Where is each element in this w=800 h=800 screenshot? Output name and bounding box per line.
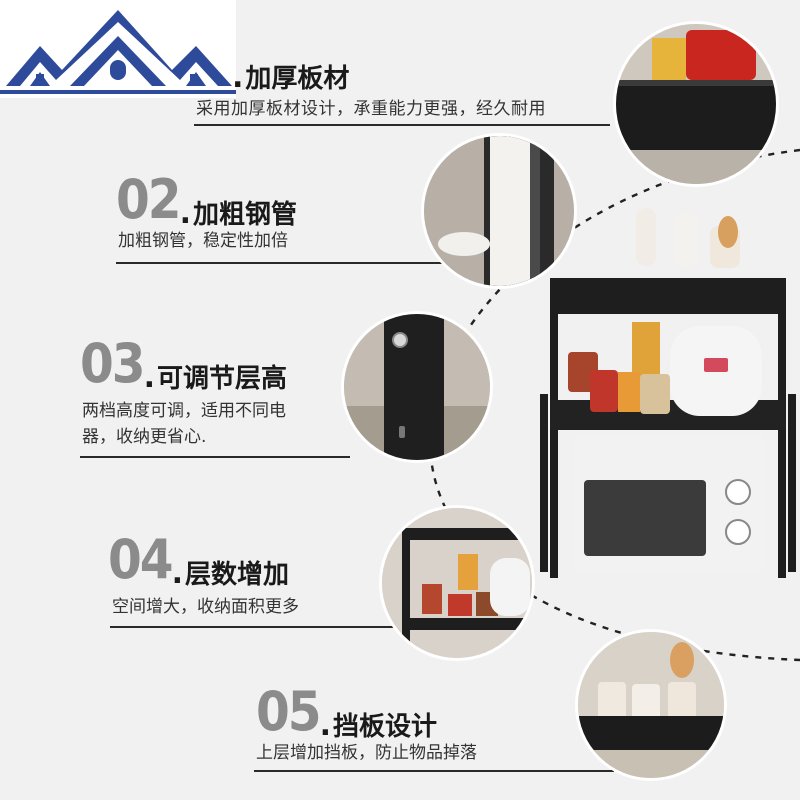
- feature-4-number: 04: [108, 528, 174, 591]
- feature-3-description-line-1: 两档高度可调，适用不同电: [82, 401, 286, 421]
- feature-5-title: 挡板设计: [333, 712, 438, 742]
- detail-circle-adjustable-height: [344, 314, 490, 460]
- feature-2-divider: [116, 262, 446, 264]
- feature-1-description: 采用加厚板材设计，承重能力更强，经久耐用: [196, 99, 546, 119]
- feature-2-title: 加粗钢管: [193, 200, 298, 230]
- house-logo-icon: [0, 0, 236, 98]
- feature-4-divider: [110, 626, 400, 628]
- detail-circle-more-layers: [382, 508, 532, 658]
- feature-3-divider: [80, 456, 350, 458]
- feature-2-number: 02: [116, 168, 182, 231]
- feature-5-description: 上层增加挡板，防止物品掉落: [256, 743, 477, 763]
- feature-5-divider: [254, 770, 614, 772]
- feature-2-description: 加粗钢管，稳定性加倍: [118, 231, 288, 251]
- detail-circle-steel-pipe: [424, 136, 574, 286]
- feature-3-number: 03: [80, 332, 146, 395]
- feature-3-title: 可调节层高: [157, 364, 288, 394]
- feature-4-description: 空间增大，收纳面积更多: [112, 597, 299, 617]
- detail-circle-baffle: [578, 632, 724, 778]
- feature-1-divider: [194, 124, 610, 126]
- feature-4-title: 层数增加: [185, 560, 290, 590]
- feature-1-dot: .: [232, 60, 244, 95]
- microwave-rack-product-image: [540, 208, 796, 578]
- feature-1-title: 加厚板材: [245, 64, 350, 94]
- feature-3-description-line-2: 器，收纳更省心.: [82, 427, 207, 447]
- feature-5-number: 05: [256, 680, 322, 743]
- detail-circle-thick-board: [616, 24, 776, 184]
